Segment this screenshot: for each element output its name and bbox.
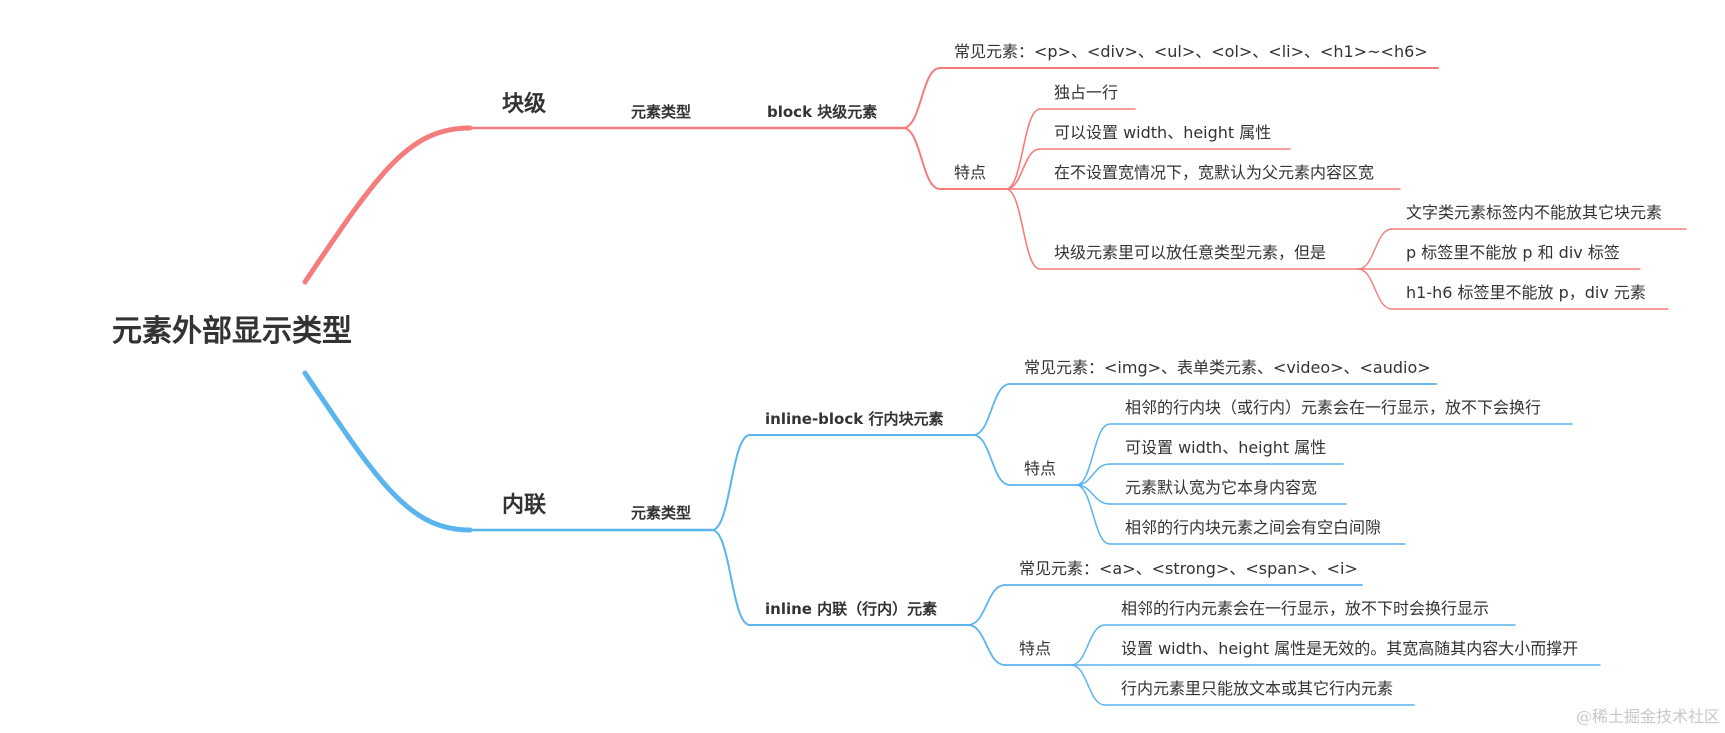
- connector-curve: [302, 125, 473, 285]
- branch-block: 块级: [502, 91, 546, 117]
- block-common-elements: 常见元素：<p>、<div>、<ul>、<ol>、<li>、<h1>~<h6>: [954, 42, 1428, 61]
- block-type: block 块级元素: [767, 103, 877, 121]
- inline-block-features-label: 特点: [1024, 459, 1056, 478]
- block-feature: 独占一行: [1054, 83, 1118, 102]
- inline-block-type: inline-block 行内块元素: [765, 410, 943, 428]
- inline-common-elements: 常见元素：<a>、<strong>、<span>、<i>: [1019, 559, 1358, 578]
- connector-curve: [972, 434, 1011, 486]
- watermark: @稀土掘金技术社区: [1576, 707, 1720, 726]
- inline-feature: 设置 width、height 属性是无效的。其宽高随其内容大小而撑开: [1121, 639, 1578, 658]
- connector-curve: [1005, 188, 1041, 270]
- inline-block-common-elements: 常见元素：<img>、表单类元素、<video>、<audio>: [1024, 358, 1431, 377]
- root-topic: 元素外部显示类型: [112, 314, 352, 349]
- inline-features-label: 特点: [1019, 639, 1051, 658]
- branch-inline: 内联: [502, 493, 546, 518]
- block-category: 元素类型: [631, 103, 691, 121]
- inline-block-feature: 相邻的行内块（或行内）元素会在一行显示，放不下会换行: [1125, 398, 1541, 417]
- connector-curve: [1070, 624, 1106, 666]
- block-sub-feature: p 标签里不能放 p 和 div 标签: [1406, 243, 1620, 262]
- inline-type: inline 内联（行内）元素: [765, 600, 937, 618]
- connector-curve: [711, 529, 751, 626]
- connector-curve: [902, 127, 941, 190]
- inline-category: 元素类型: [631, 504, 691, 522]
- connector-curve: [1075, 484, 1111, 545]
- edges: [302, 67, 1687, 706]
- block-feature: 块级元素里可以放任意类型元素，但是: [1054, 243, 1326, 262]
- connector-curve: [1357, 268, 1393, 310]
- connector-curve: [1357, 228, 1393, 270]
- connector-curve: [902, 67, 941, 129]
- connector-curve: [972, 383, 1011, 436]
- block-feature: 可以设置 width、height 属性: [1054, 123, 1271, 142]
- inline-feature: 相邻的行内元素会在一行显示，放不下时会换行显示: [1121, 599, 1489, 618]
- inline-block-feature: 元素默认宽为它本身内容宽: [1125, 478, 1317, 497]
- inline-block-feature: 可设置 width、height 属性: [1125, 438, 1326, 457]
- connector-curve: [1005, 148, 1041, 190]
- connector-curve: [1005, 108, 1041, 190]
- connector-curve: [1075, 423, 1111, 486]
- block-sub-feature: 文字类元素标签内不能放其它块元素: [1406, 203, 1662, 222]
- connector-curve: [1075, 463, 1111, 486]
- connector-curve: [711, 434, 751, 531]
- block-sub-feature: h1-h6 标签里不能放 p，div 元素: [1406, 283, 1646, 302]
- inline-feature: 行内元素里只能放文本或其它行内元素: [1121, 679, 1393, 698]
- inline-block-feature: 相邻的行内块元素之间会有空白间隙: [1125, 518, 1381, 537]
- block-features-label: 特点: [954, 163, 986, 182]
- block-feature: 在不设置宽情况下，宽默认为父元素内容区宽: [1054, 163, 1374, 182]
- connector-curve: [1070, 664, 1106, 706]
- connector-curve: [967, 624, 1006, 666]
- connector-curve: [967, 584, 1006, 626]
- connector-curve: [302, 370, 473, 533]
